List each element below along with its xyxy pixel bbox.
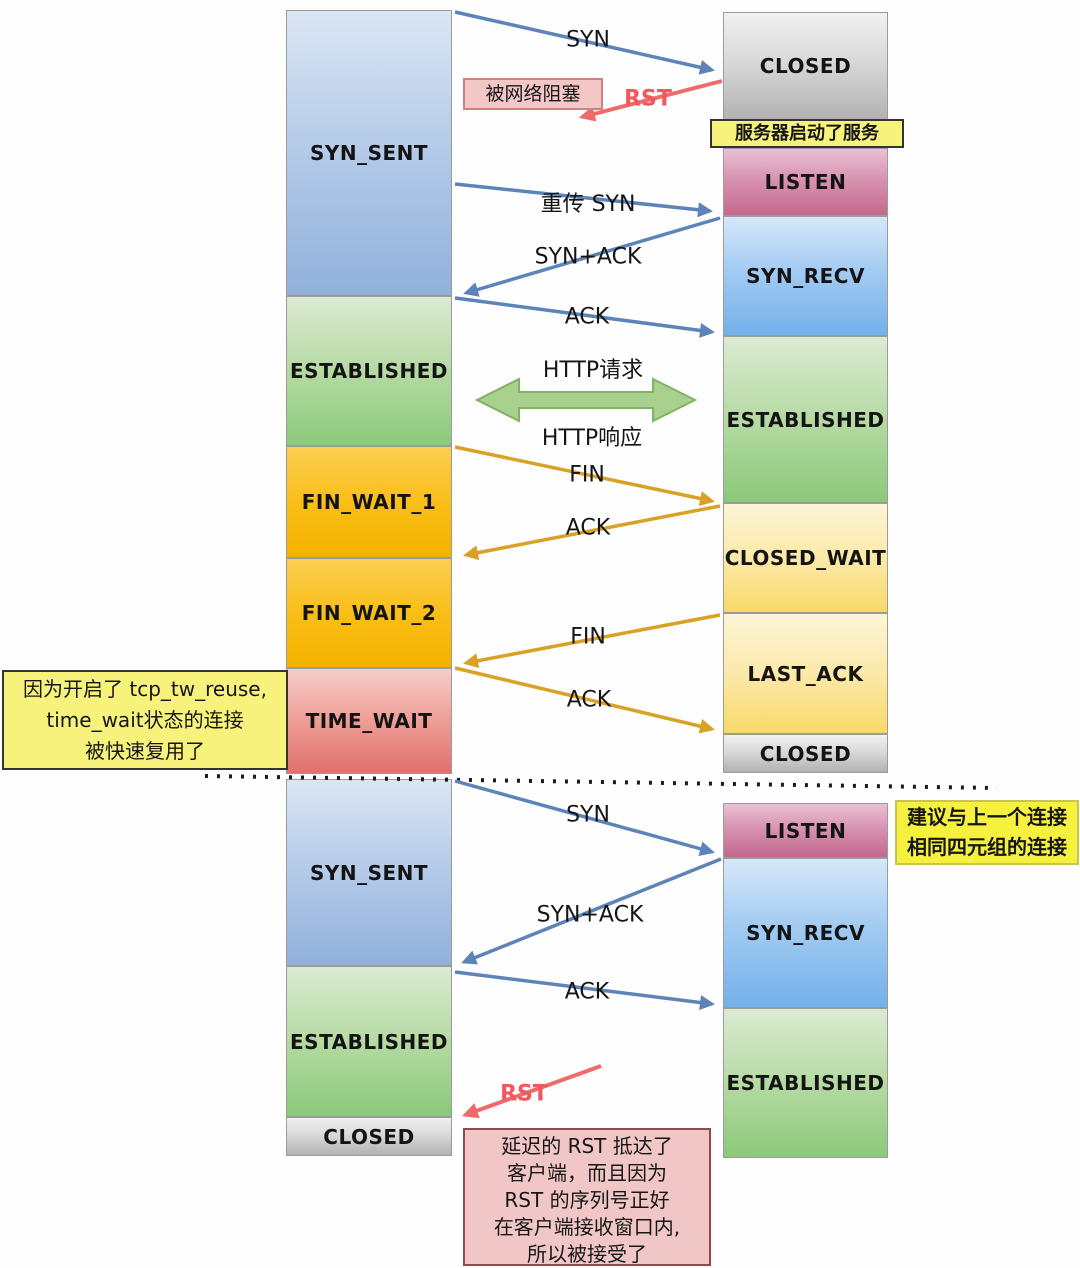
- msg-retrans-syn: 重传 SYN: [540, 192, 636, 217]
- msg-http-request: HTTP请求: [542, 358, 644, 383]
- server-state-last-ack: LAST_ACK: [723, 613, 888, 734]
- note-same-four-tuple-line-2: 相同四元组的连接: [907, 835, 1067, 859]
- note-tw-reuse: 因为开启了 tcp_tw_reuse, time_wait状态的连接 被快速复用…: [2, 670, 288, 770]
- msg-rst-1: RST: [624, 86, 672, 112]
- msg-ack-2: ACK: [564, 979, 610, 1005]
- note-delayed-rst-line-4: 在客户端接收窗口内,: [493, 1215, 681, 1239]
- server-state-established-2: ESTABLISHED: [723, 1008, 888, 1158]
- msg-syn-2: SYN: [566, 802, 610, 828]
- server-state-syn-recv-2: SYN_RECV: [723, 858, 888, 1008]
- client-state-closed: CLOSED: [286, 1117, 452, 1156]
- note-network-blocked: 被网络阻塞: [463, 78, 603, 110]
- note-delayed-rst-line-2: 客户端，而且因为: [507, 1161, 667, 1185]
- note-server-started: 服务器启动了服务: [710, 119, 904, 148]
- msg-rst-2: RST: [500, 1081, 548, 1107]
- server-state-closed-2: CLOSED: [723, 734, 888, 773]
- client-state-syn-sent-2: SYN_SENT: [286, 779, 452, 966]
- arrow-http-bidirectional: [474, 377, 698, 423]
- note-delayed-rst: 延迟的 RST 抵达了 客户端，而且因为 RST 的序列号正好 在客户端接收窗口…: [463, 1128, 711, 1266]
- client-state-established: ESTABLISHED: [286, 296, 452, 446]
- server-state-listen-2: LISTEN: [723, 803, 888, 858]
- server-state-closed-wait: CLOSED_WAIT: [723, 503, 888, 613]
- msg-syn-ack-2: SYN+ACK: [536, 902, 644, 928]
- msg-ack-fin-2: ACK: [566, 687, 612, 713]
- msg-ack-fin-1: ACK: [565, 515, 611, 541]
- note-tw-reuse-line-1: 因为开启了 tcp_tw_reuse,: [23, 677, 267, 701]
- note-tw-reuse-line-3: 被快速复用了: [85, 739, 205, 763]
- note-delayed-rst-line-3: RST 的序列号正好: [504, 1188, 670, 1212]
- client-state-established-2: ESTABLISHED: [286, 966, 452, 1117]
- msg-syn-1: SYN: [566, 27, 610, 53]
- note-same-four-tuple: 建议与上一个连接 相同四元组的连接: [895, 800, 1079, 865]
- note-same-four-tuple-line-1: 建议与上一个连接: [907, 805, 1067, 829]
- client-state-fin-wait-1: FIN_WAIT_1: [286, 446, 452, 558]
- msg-http-response: HTTP响应: [541, 426, 643, 451]
- client-state-fin-wait-2: FIN_WAIT_2: [286, 558, 452, 668]
- msg-fin-1: FIN: [569, 462, 605, 488]
- server-state-syn-recv: SYN_RECV: [723, 216, 888, 336]
- server-state-established: ESTABLISHED: [723, 336, 888, 503]
- msg-ack-1: ACK: [564, 304, 610, 330]
- msg-fin-2: FIN: [570, 624, 606, 650]
- client-state-syn-sent: SYN_SENT: [286, 10, 452, 296]
- client-state-time-wait: TIME_WAIT: [286, 668, 452, 774]
- msg-syn-ack-1: SYN+ACK: [534, 244, 642, 270]
- server-state-closed: CLOSED: [723, 12, 888, 120]
- server-state-listen: LISTEN: [723, 148, 888, 216]
- note-delayed-rst-line-1: 延迟的 RST 抵达了: [501, 1134, 673, 1158]
- note-delayed-rst-line-5: 所以被接受了: [527, 1242, 647, 1266]
- note-tw-reuse-line-2: time_wait状态的连接: [46, 708, 244, 732]
